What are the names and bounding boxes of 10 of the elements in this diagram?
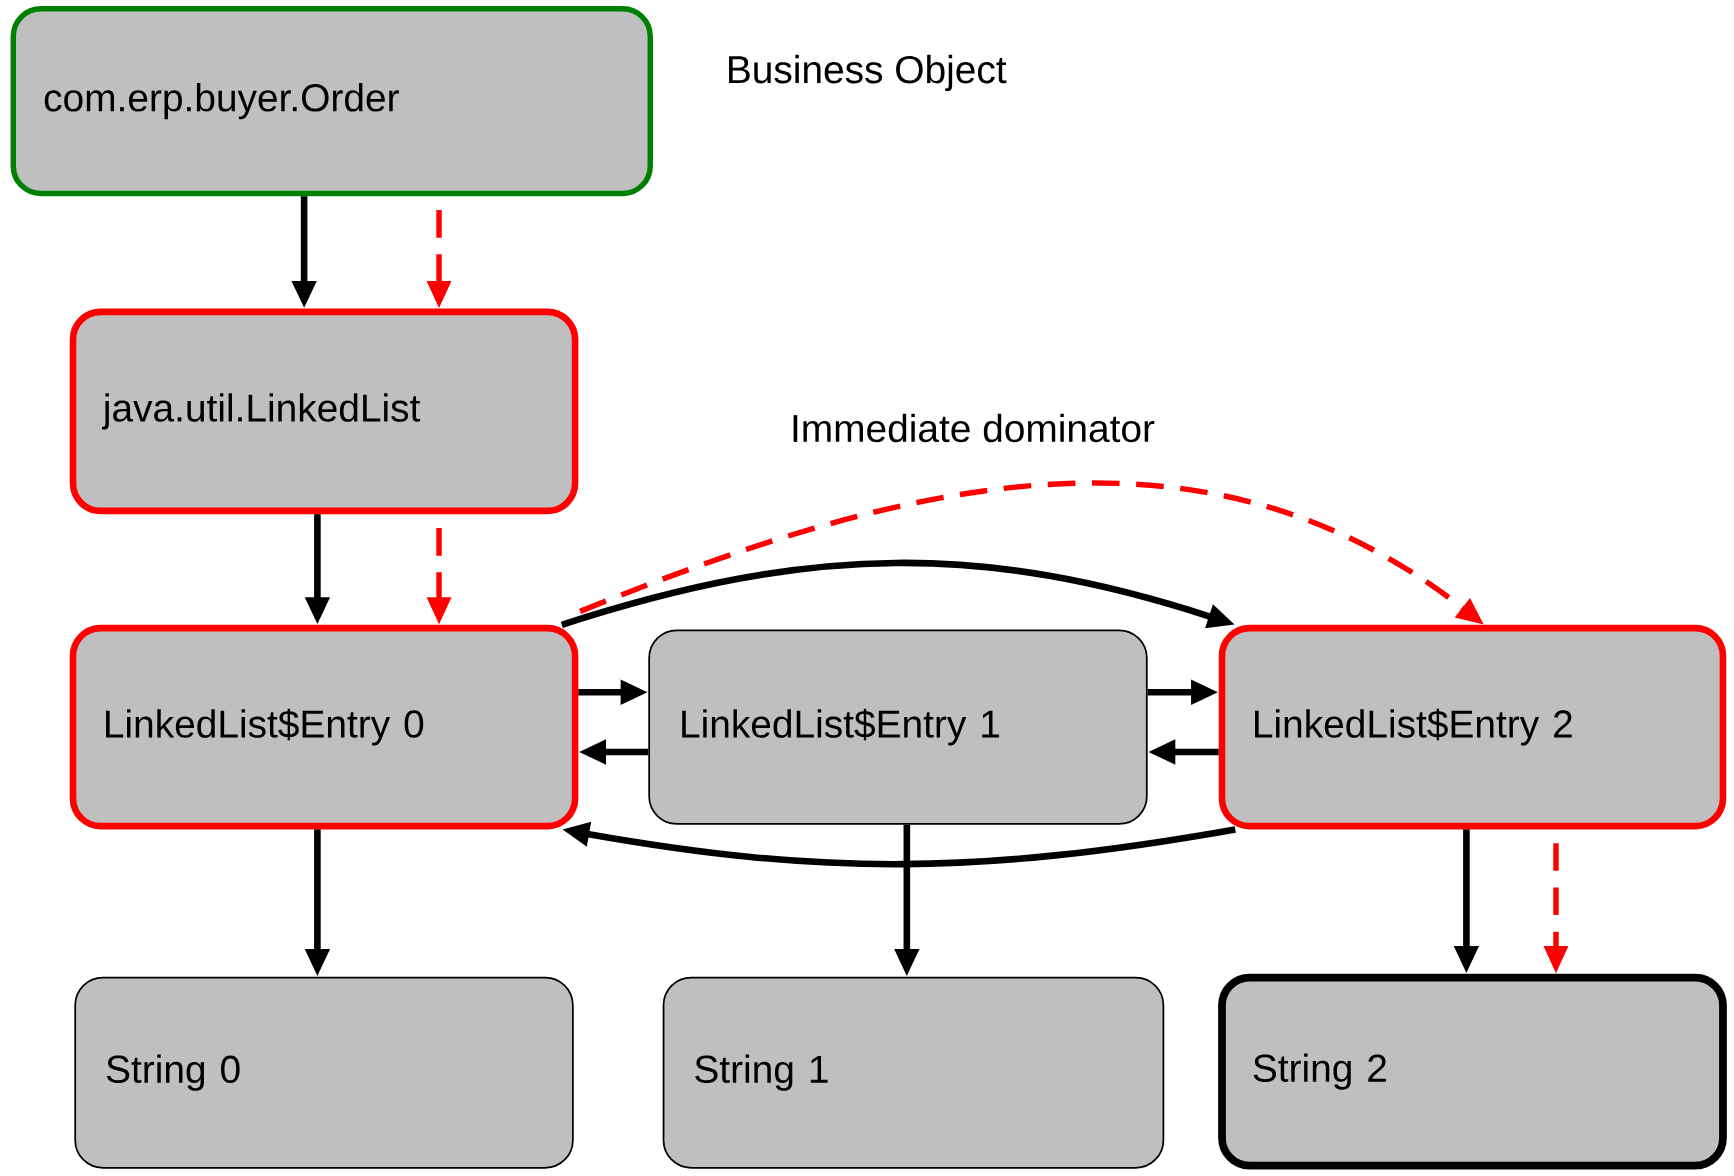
class-box: String 1 [662,976,1165,1169]
class-box: java.util.LinkedList [69,308,579,515]
class-box: String 2 [1218,973,1727,1170]
annotation-text: Immediate dominator [793,413,1155,443]
class-box: LinkedList$Entry 1 [648,629,1148,825]
class-box: LinkedList$Entry 2 [1218,625,1727,830]
class-box: String 0 [74,976,574,1169]
class-box: LinkedList$Entry 0 [69,625,579,830]
class-box: com.erp.buyer.Order [10,6,653,197]
annotation-text: Business Object [729,55,1007,92]
